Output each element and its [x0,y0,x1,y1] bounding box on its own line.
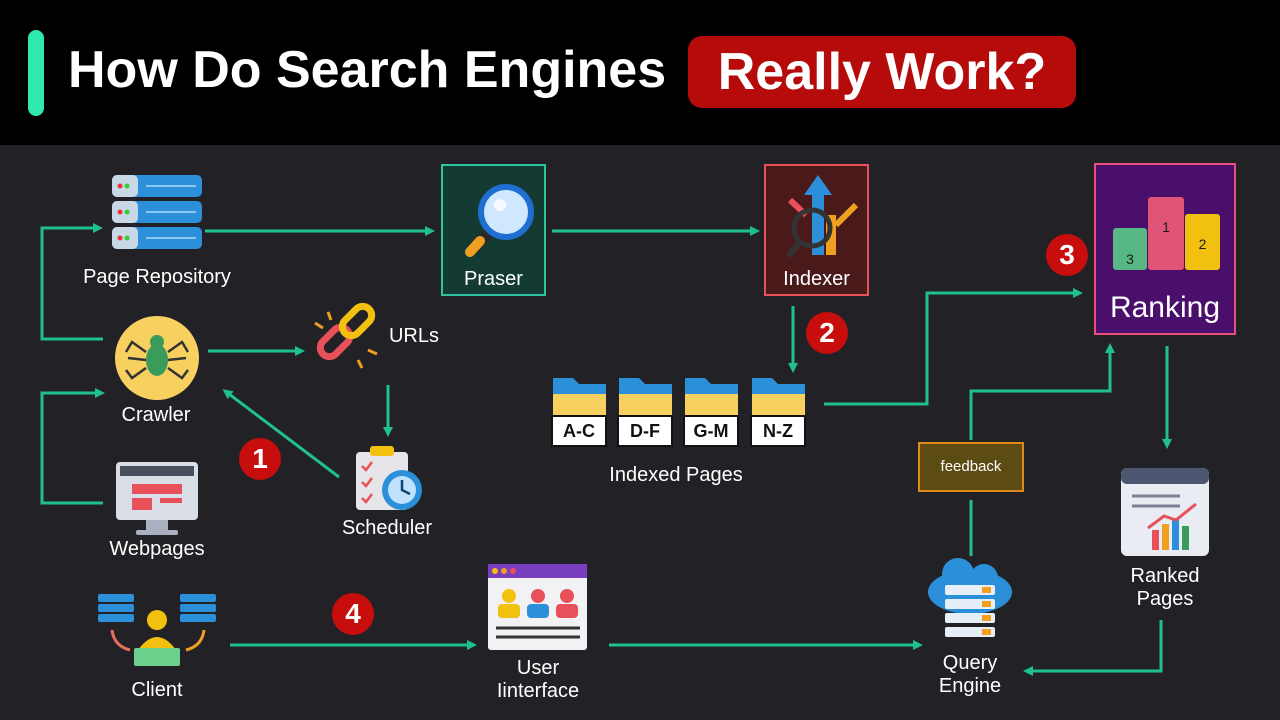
ranked-pages-label-1: Ranked [1130,565,1200,587]
title-highlight-pill: Really Work? [688,36,1076,108]
folder-group [553,378,805,418]
report-chart-icon [1121,468,1209,556]
clipboard-clock-icon [356,446,422,510]
arrow-ranked-pages-to-query [1023,620,1163,676]
folder-icon [553,378,606,418]
step-badge-1: 1 [239,438,281,480]
query-engine-label-2: Engine [938,675,1002,697]
broken-link-icon [314,302,378,369]
monitor-webpage-icon [116,462,198,535]
ranking-label: Ranking [1109,291,1221,324]
header-bar: How Do Search Engines Really Work? [0,0,1280,145]
scheduler-label: Scheduler [341,517,433,539]
magnifier-icon [465,184,534,257]
accent-bar [28,30,44,116]
indexer-chart-icon [785,175,859,258]
arrow-webpages-to-crawler [40,388,105,505]
server-stack-icon [112,175,202,249]
step-badge-2: 2 [806,312,848,354]
crawler-label: Crawler [121,404,191,426]
folder-icon [619,378,672,418]
podium-second: 2 [1198,236,1207,252]
query-engine-label-1: Query [942,652,998,674]
praser-label: Praser [464,268,523,290]
folder-icon [685,378,738,418]
client-label: Client [131,679,183,701]
user-interface-label-2: Iinterface [496,680,580,702]
arrow-folders-to-ranking [824,288,1083,406]
folder-label-n-z: N-Z [750,415,806,447]
browser-users-icon [488,564,587,650]
folder-icon [752,378,805,418]
podium-icon [1113,197,1220,270]
spider-icon [115,316,199,400]
indexed-pages-label: Indexed Pages [609,464,743,486]
connector-arrows [40,223,1172,676]
podium-first: 1 [1162,219,1170,235]
page-title: How Do Search Engines [68,41,667,99]
step-badge-3: 3 [1046,234,1088,276]
step-badge-4: 4 [332,593,374,635]
ranked-pages-label-2: Pages [1136,588,1194,610]
user-interface-label-1: User [516,657,560,679]
urls-label: URLs [388,325,439,347]
title-highlight-text: Really Work? [717,43,1047,101]
webpages-label: Webpages [109,538,205,560]
podium-third: 3 [1126,251,1134,267]
arrow-crawler-to-repository [40,223,103,341]
arrow-scheduler-to-crawler [222,389,340,479]
feedback-box: feedback [918,442,1024,492]
cloud-server-icon [928,558,1012,637]
folder-label-a-c: A-C [551,415,607,447]
folder-label-d-f: D-F [617,415,673,447]
arrow-feedback-to-ranking [969,343,1115,440]
folder-label-g-m: G-M [683,415,739,447]
page-repository-label: Page Repository [83,266,231,288]
client-user-icon [98,594,216,666]
indexer-label: Indexer [783,268,850,290]
